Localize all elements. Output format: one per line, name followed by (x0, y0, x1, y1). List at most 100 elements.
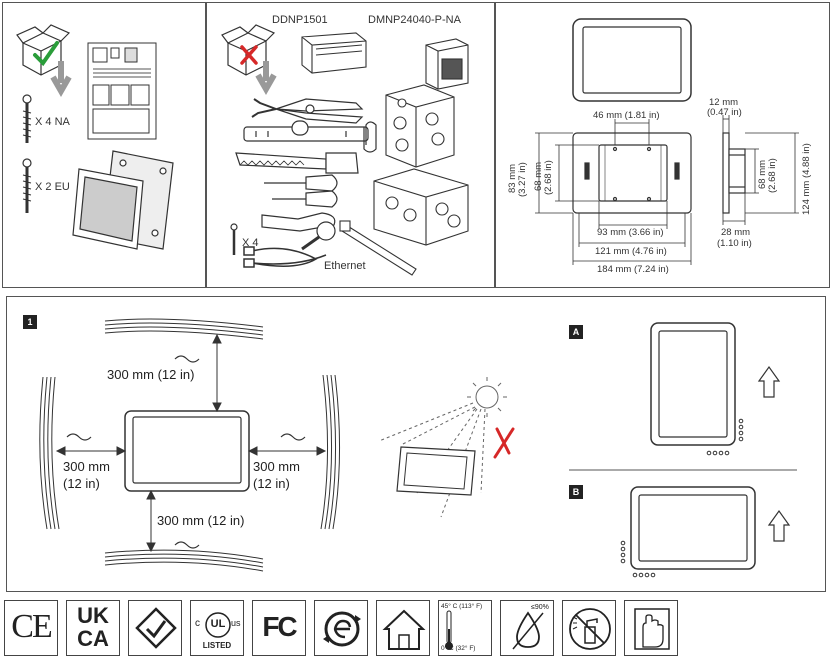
no-spray-mark (562, 600, 616, 656)
up-arrow-icon (757, 365, 781, 398)
recycle-e-icon (323, 611, 361, 647)
model-2-label: DMNP24040-P-NA (368, 14, 461, 26)
thermometer-icon (445, 610, 453, 650)
ul-us-text: us (231, 618, 241, 628)
up-arrow-icon (767, 509, 791, 542)
tablet-with-bracket-icon (72, 150, 174, 250)
backplate-drawing (572, 132, 692, 214)
stripper-icon (261, 212, 336, 251)
ul-text: UL (210, 618, 226, 630)
water-drop-icon (512, 611, 544, 650)
pliers-icon (251, 98, 364, 124)
ce-mark: CE (4, 600, 58, 656)
dimension-lines (535, 115, 799, 265)
clearance-right-label-in: (12 in) (253, 476, 290, 491)
install-illustration (39, 318, 797, 578)
sunlit-device-icon (396, 446, 476, 496)
dim-depth-28: 28 mm (721, 227, 751, 238)
saw-icon (235, 152, 359, 174)
screw-icon-eu (22, 158, 32, 213)
cable-bundle-bottom (104, 549, 264, 572)
clearance-bottom-label: 300 mm (12 in) (157, 513, 245, 528)
sun-icon (467, 377, 507, 417)
model-1-label: DDNP1501 (272, 14, 328, 26)
house-icon (382, 609, 426, 650)
dimension-drawings (535, 18, 799, 265)
contents-illustration (16, 24, 174, 250)
dry-cloth-mark (624, 600, 678, 656)
ukca-text-2: CA (77, 626, 109, 651)
dim-width-184: 184 mm (7.24 in) (597, 264, 669, 275)
ul-c-text: c (195, 618, 200, 629)
clearance-left-label: 300 mm (63, 459, 110, 474)
cross-icon (240, 45, 258, 65)
ul-listed-text: LISTED (202, 641, 232, 650)
landscape-device-icon (630, 486, 756, 570)
install-panel: 1 300 mm (12 in) 300 mm (12 in) 300 mm (… (6, 296, 826, 592)
screw-count-label: X 4 (242, 237, 259, 249)
portrait-device-icon (650, 322, 736, 446)
ul-listed-mark: c UL us LISTED (190, 600, 244, 656)
junction-box-icon (373, 168, 469, 246)
clearance-top-label: 300 mm (12 in) (107, 367, 195, 382)
dim-width-inner: 46 mm (1.81 in) (593, 110, 660, 121)
dmnp-box-icon (425, 38, 469, 90)
check-icon (33, 41, 59, 67)
step-number-badge: 1 (23, 315, 37, 329)
junction-box-icon (385, 84, 455, 168)
dim-height-124: 124 mm (4.88 in) (801, 143, 812, 215)
tools-illustration (221, 24, 469, 276)
cable-bundle-top (104, 318, 264, 340)
down-arrow-icon (50, 61, 72, 98)
no-spray-icon (569, 608, 611, 650)
temp-low-text: 0° C (32° F) (441, 645, 476, 652)
level-icon (243, 120, 369, 142)
ukca-text-1: UK (77, 603, 109, 628)
cable-bundle-right (320, 374, 341, 530)
cable-bundle-left (39, 376, 60, 530)
clearance-left-label-in: (12 in) (63, 476, 100, 491)
screw-icon-na (22, 94, 32, 143)
ul-circle-icon (205, 612, 231, 638)
option-a-badge: A (569, 325, 583, 339)
anchor-screw-icon (230, 223, 238, 255)
dim-depth-top: 12 mm (709, 97, 739, 108)
wave-marks (66, 355, 306, 549)
clearance-right-label: 300 mm (253, 459, 300, 474)
dim-height-68-in: (2.68 in) (543, 160, 554, 195)
clearance-arrows (55, 333, 327, 553)
portrait-button-dots (706, 418, 744, 456)
screw-na-label: X 4 NA (35, 116, 70, 128)
fcc-text: FC (262, 611, 297, 642)
document-icon (87, 42, 157, 140)
side-view-drawing (722, 132, 746, 214)
device-illustration (124, 410, 250, 492)
rcm-mark (128, 600, 182, 656)
humidity-text: ≤90% (531, 604, 549, 611)
dim-depth-top-in: (0.47 in) (707, 107, 742, 118)
ukca-mark: UK CA (66, 600, 120, 656)
rcm-icon (135, 607, 177, 649)
dim-width-121: 121 mm (4.76 in) (595, 246, 667, 257)
recycle-mark (314, 600, 368, 656)
down-arrow-icon (255, 61, 277, 96)
cable-tie-icon (339, 220, 417, 276)
indoor-use-mark (376, 600, 430, 656)
dim-width-93: 93 mm (3.66 in) (597, 227, 664, 238)
screwdriver-icon (264, 174, 338, 208)
cross-icon (493, 427, 515, 459)
ethernet-cable-icon (243, 246, 327, 268)
dim-side-68-in: (2.68 in) (767, 158, 778, 193)
ce-text: CE (11, 608, 52, 645)
tools-panel: DDNP1501 DMNP24040-P-NA X 4 Ethernet (205, 2, 496, 288)
temp-high-text: 45° C (113° F) (441, 603, 483, 610)
dim-depth-28-in: (1.10 in) (717, 238, 752, 249)
glove-cloth-icon (634, 608, 670, 650)
device-front-drawing (572, 18, 692, 102)
ethernet-label: Ethernet (324, 260, 366, 272)
dimensions-panel: 46 mm (1.81 in) 12 mm (0.47 in) 83 mm (3… (494, 2, 830, 288)
dim-height-83-in: (3.27 in) (517, 162, 528, 197)
ddnp-device-icon (301, 32, 367, 74)
temperature-mark: 45° C (113° F) 0° C (32° F) (438, 600, 492, 656)
fcc-mark: FC (252, 600, 306, 656)
